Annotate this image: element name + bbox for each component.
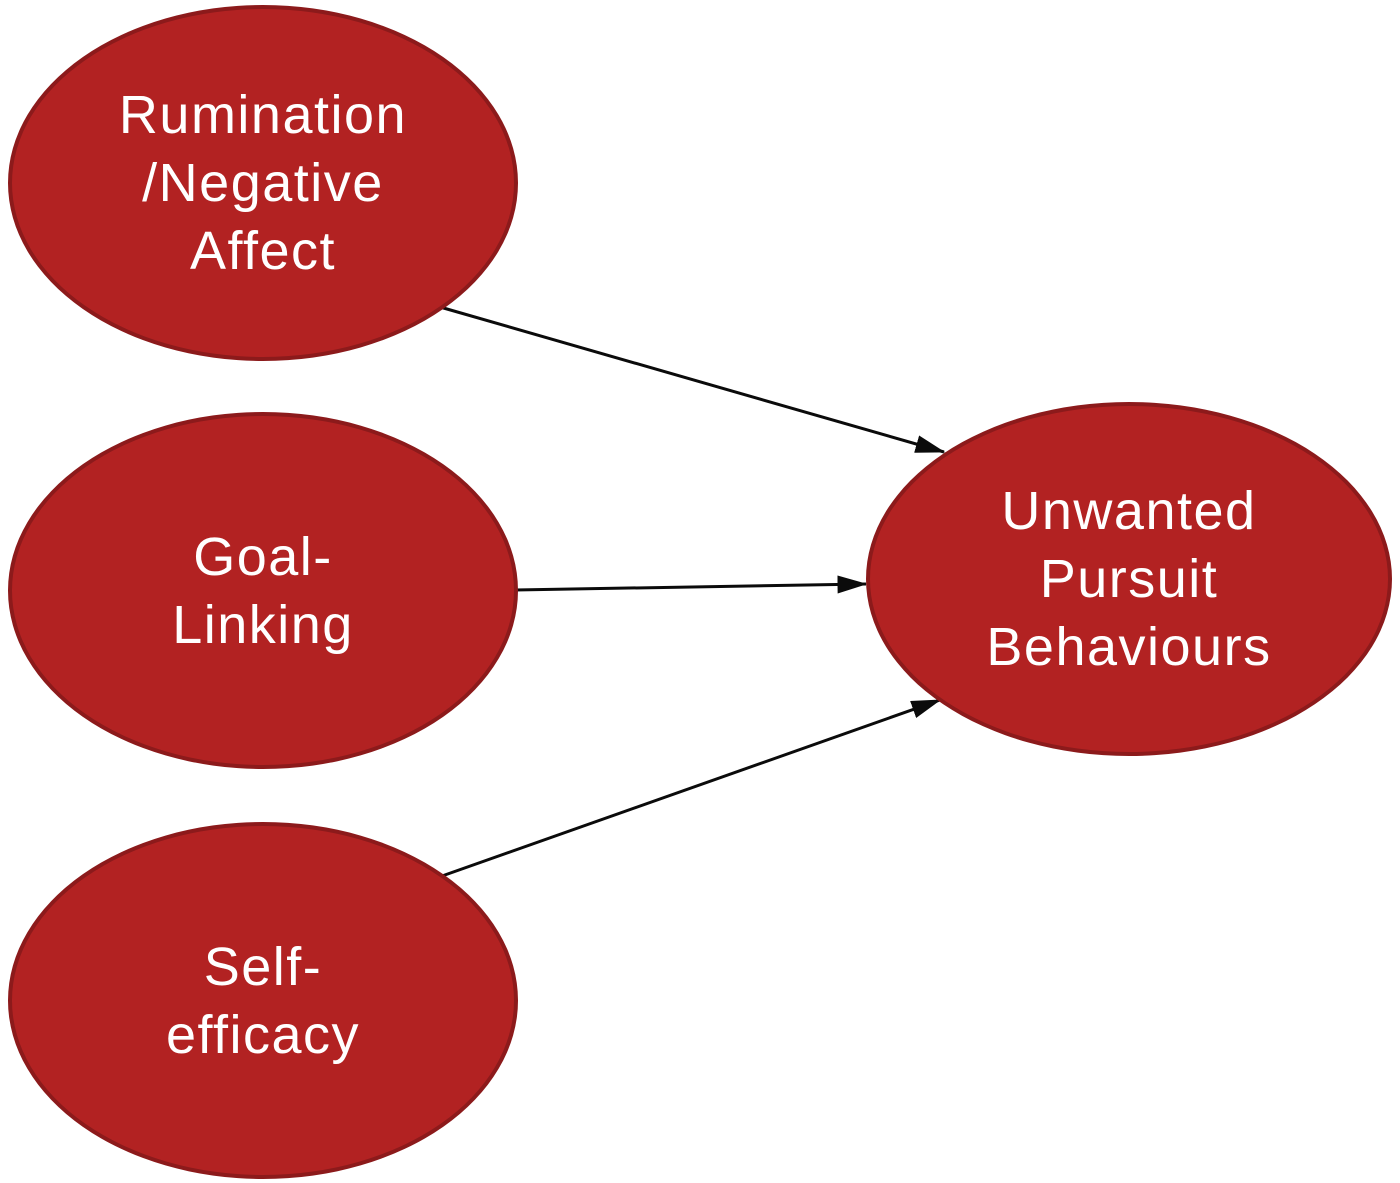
edge-self-efficacy-to-unwanted-pursuit: [441, 698, 942, 878]
node-rumination-negative-affect: Rumination /Negative Affect: [8, 5, 518, 361]
node-unwanted-pursuit-label: Unwanted Pursuit Behaviours: [986, 481, 1272, 677]
node-self-efficacy-label: Self- efficacy: [165, 936, 361, 1065]
node-goal-linking-label: Goal- Linking: [172, 526, 354, 655]
node-unwanted-pursuit-behaviours: Unwanted Pursuit Behaviours: [866, 402, 1392, 756]
node-goal-linking: Goal- Linking: [8, 412, 518, 769]
node-rumination-label: Rumination /Negative Affect: [118, 85, 408, 281]
edge-goal-linking-to-unwanted-pursuit: [514, 575, 868, 594]
node-self-efficacy: Self- efficacy: [8, 822, 518, 1179]
edge-rumination-to-unwanted-pursuit: [439, 305, 946, 454]
